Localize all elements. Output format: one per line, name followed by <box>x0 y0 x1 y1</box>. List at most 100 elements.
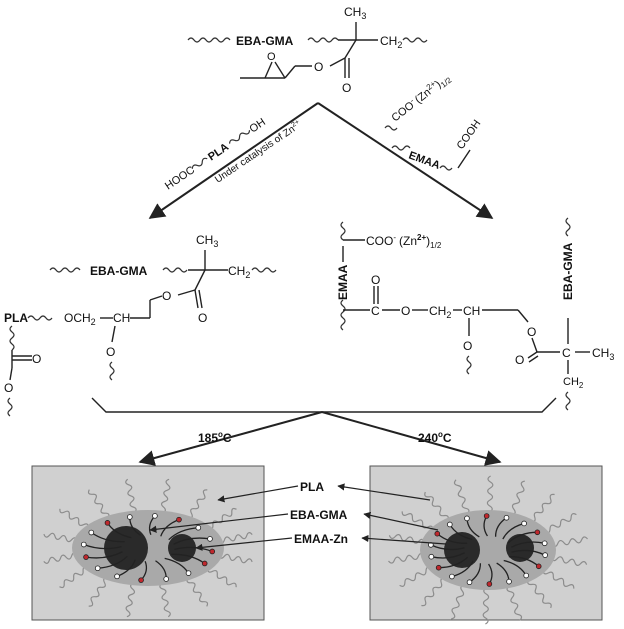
polymer-chain <box>451 584 465 620</box>
rp-ebagma-wavy-top <box>565 217 571 237</box>
bond <box>274 61 286 79</box>
polymer-chain <box>421 577 446 607</box>
core-right-large <box>444 532 480 568</box>
polymer-chain <box>188 489 208 519</box>
chain-node <box>185 570 192 576</box>
chain-node <box>428 553 435 560</box>
chain-node <box>542 552 548 558</box>
chain-node <box>523 572 529 579</box>
morphology-panel-185 <box>31 465 265 621</box>
rp-bottom-o: O <box>515 353 524 367</box>
polymer-chain <box>159 582 171 618</box>
chain-node <box>88 529 95 536</box>
pointer-ebagma-left <box>149 513 289 533</box>
chain-node <box>94 565 101 572</box>
temp-arrow-left <box>138 411 323 466</box>
top-ebagma-label: EBA-GMA <box>236 34 294 48</box>
grafted-chain <box>507 531 538 544</box>
grafted-chain <box>85 551 123 559</box>
bond <box>284 65 296 79</box>
lp-wavy-2 <box>162 267 188 273</box>
oh-label: OH <box>248 116 268 135</box>
chain-node <box>486 581 493 587</box>
polymer-chain <box>544 513 577 534</box>
polymer-chain <box>530 493 555 523</box>
lp-pla-down-wavy <box>9 325 15 351</box>
bond <box>177 289 196 296</box>
chain-node <box>503 514 510 521</box>
merge-bracket <box>91 397 557 413</box>
chain-node <box>466 579 473 586</box>
emaa-wavy-chain-2 <box>439 165 453 171</box>
chain-node <box>195 524 202 531</box>
lp-ester-o: O <box>162 289 171 303</box>
lp-ch-label: CH <box>113 311 130 325</box>
polymer-chain <box>59 508 89 528</box>
temp-left-label: 185oC <box>198 430 232 445</box>
polymer-chain <box>59 566 89 589</box>
chain-node <box>447 521 453 528</box>
rp-carbonyl-o: O <box>371 273 380 287</box>
emaa-zn-dots-right <box>428 513 548 587</box>
polymer-chain <box>388 552 425 564</box>
top-ch2-label: CH2 <box>380 34 402 50</box>
lp-wavy-1 <box>49 267 81 273</box>
polymer-chain <box>207 568 237 588</box>
bond <box>457 149 471 169</box>
lp-ch2-label: CH2 <box>228 264 250 280</box>
polymer-chain <box>43 532 78 543</box>
chain-node <box>127 514 133 520</box>
grafted-chain <box>431 552 465 559</box>
chain-node <box>449 573 455 580</box>
bond <box>264 61 273 79</box>
rp-ch2-bottom-label: CH2 <box>563 376 584 390</box>
temp-right-label: 240oC <box>418 430 452 445</box>
pla-chains-left <box>43 478 253 618</box>
grafted-chain <box>430 544 465 551</box>
lp-pla-wavy <box>27 315 53 321</box>
lp-pla-ester-o: O <box>4 381 13 395</box>
rp-side-wavy <box>466 355 472 375</box>
polymer-chain <box>506 585 523 621</box>
polymer-chain <box>186 577 209 607</box>
cooh-label: COOH <box>455 118 484 152</box>
bond <box>9 367 13 381</box>
pointer-pla-right <box>337 483 431 501</box>
top-carbonyl-o: O <box>342 81 351 95</box>
chain-node <box>201 560 208 567</box>
chain-node <box>541 540 548 547</box>
polymer-chain <box>486 475 494 513</box>
polymer-chain <box>424 491 449 521</box>
pla-chains-right <box>388 475 588 625</box>
grafted-chain <box>511 541 545 548</box>
polymer-chain <box>399 566 432 587</box>
polymer-chain <box>43 552 78 564</box>
chain-node <box>104 520 111 526</box>
lp-side-wavy <box>109 361 115 381</box>
polymer-chain <box>218 532 253 544</box>
pla-wavy-chain <box>191 157 208 169</box>
polymer-chain <box>160 478 171 514</box>
lp-pla-label: PLA <box>4 311 28 325</box>
top-wavy-chain-mid <box>307 37 339 43</box>
lp-ch3-label: CH3 <box>196 233 218 249</box>
emaa-wavy-chain <box>391 145 411 151</box>
lp-och2ch-label: OCH2 <box>64 311 96 327</box>
bond <box>194 269 206 291</box>
legend-emaazn-label: EMAA-Zn <box>294 532 348 546</box>
right-reagent-wavy <box>384 125 398 131</box>
polymer-chain <box>207 507 237 530</box>
top-ebagma-molecule: EBA-GMA CH3 CH2 O O O <box>187 5 428 95</box>
polymer-chain <box>125 478 137 514</box>
polymer-chain <box>401 511 434 531</box>
pla-wavy-chain-2 <box>228 130 251 144</box>
rp-c-ester: C <box>371 304 380 318</box>
top-wavy-chain-left <box>187 37 231 43</box>
chain-node <box>80 541 87 548</box>
chain-node <box>114 573 120 580</box>
polymer-chain <box>482 587 490 625</box>
bond <box>344 39 357 59</box>
pointer-ebagma-right <box>363 511 439 531</box>
chain-node <box>534 529 541 536</box>
